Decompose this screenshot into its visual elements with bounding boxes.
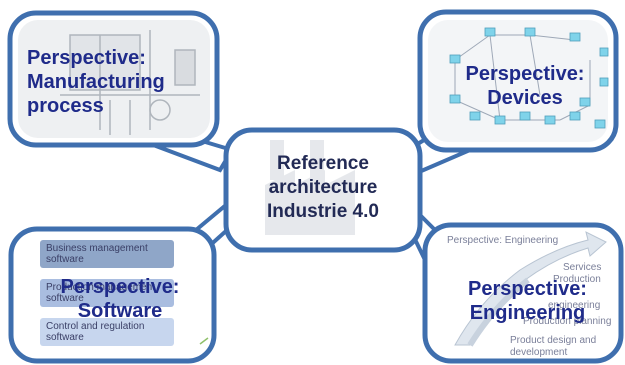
engineering-title-line1: Perspective:: [468, 278, 587, 300]
software-bar-business-line2: software: [46, 254, 84, 265]
engineering-title-line2: Engineering: [469, 302, 586, 324]
engineering-title: Perspective: Engineering: [445, 277, 610, 325]
software-bar-business: Business management software: [40, 240, 174, 268]
devices-title: Perspective: Devices: [445, 62, 605, 110]
software-title-line1: Perspective:: [60, 276, 180, 298]
manufacturing-title-line3: process: [27, 95, 104, 117]
center-title-line3: Industrie 4.0: [267, 201, 379, 222]
bubble-engineering: [422, 222, 624, 364]
software-bar-production: Production management software: [40, 279, 174, 307]
software-bar-business-line1: Business management: [46, 243, 148, 254]
software-bar-control: Control and regulation software: [40, 318, 174, 346]
engineering-steps-arrow: [454, 231, 607, 347]
factory-icon: [265, 140, 355, 235]
engineering-step-services: Services: [563, 262, 602, 273]
manufacturing-title-line2: Manufacturing: [27, 71, 165, 93]
software-bar-control-line2: software: [46, 332, 84, 343]
manufacturing-title-line1: Perspective:: [27, 47, 146, 69]
engineering-step-production: Production: [553, 274, 601, 285]
engineering-step-product-design: Product design and: [510, 335, 597, 346]
center-title-line1: Reference: [277, 153, 369, 174]
engineering-step-production-planning: Production planning: [523, 316, 612, 327]
software-title-line2: Software: [77, 300, 163, 322]
bubble-manufacturing: [7, 10, 220, 148]
devices-title-line2: Devices: [487, 87, 563, 109]
devices-title-line1: Perspective:: [465, 63, 585, 85]
software-bar-production-line1: Production management: [46, 282, 155, 293]
engineering-caption: Perspective: Engineering: [447, 235, 559, 246]
software-bar-control-line1: Control and regulation: [46, 321, 145, 332]
software-bar-production-line2: software: [46, 293, 84, 304]
bubble-devices: [417, 9, 619, 153]
center-title-line2: architecture: [268, 177, 378, 198]
engineering-step-development: development: [510, 347, 568, 358]
engineering-step-production-engineering: engineering: [548, 300, 601, 311]
center-title: Reference architecture Industrie 4.0: [238, 152, 408, 224]
software-title: Perspective: Software: [40, 275, 200, 323]
manufacturing-title: Perspective: Manufacturing process: [27, 46, 165, 118]
center-box: [223, 127, 423, 253]
